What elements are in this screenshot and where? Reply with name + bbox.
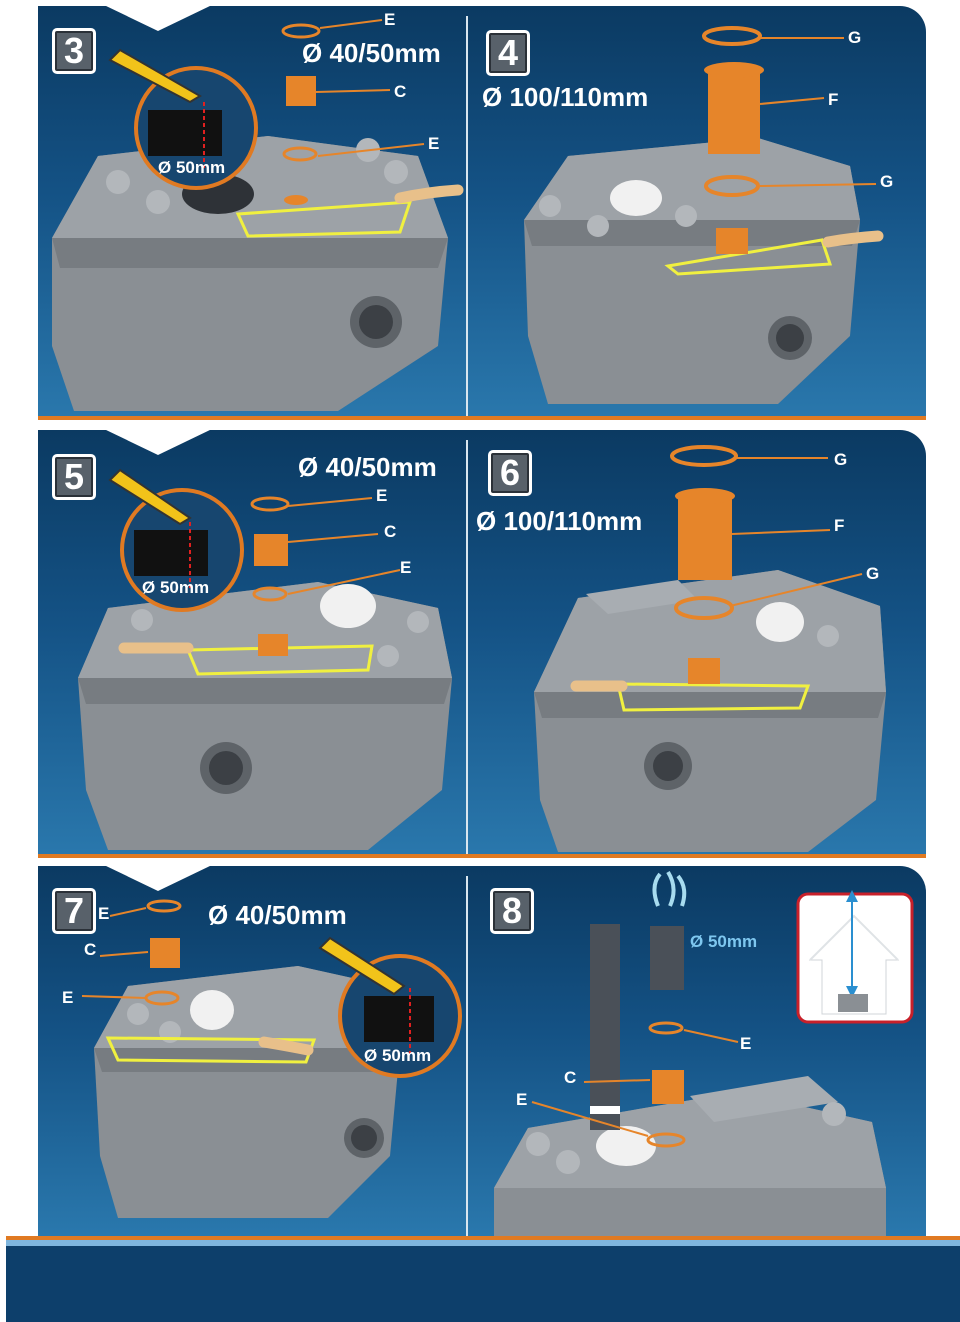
step-number-5: 5 (52, 454, 96, 500)
callout-e-top-step-3: E (384, 10, 396, 29)
diameter-label-step-4: Ø 100/110mm (482, 82, 649, 112)
cutter-inset-step-5 (108, 468, 244, 612)
cutter-inset-step-3 (108, 48, 258, 190)
pump-unit-step-8 (494, 870, 886, 1236)
panel-divider (466, 440, 468, 854)
callout-e-bottom-step-7: E (62, 988, 74, 1007)
footer-light-stripe (6, 1240, 960, 1246)
pump-unit-step-3 (52, 23, 464, 411)
callout-lines-step-4 (759, 37, 877, 187)
callout-c-step-7: C (84, 940, 97, 959)
callout-g-bottom-step-6: G (866, 564, 880, 583)
callout-e-bottom-step-8: E (516, 1090, 528, 1109)
diameter-label-step-6: Ø 100/110mm (476, 506, 643, 536)
pump-unit-step-7 (94, 899, 400, 1218)
callout-lines-step-3 (315, 19, 425, 157)
callout-c-step-3: C (394, 82, 407, 101)
callout-c-step-5: C (384, 522, 397, 541)
callout-e-top-step-7: E (98, 904, 110, 923)
panel-divider (466, 876, 468, 1236)
panel-divider (466, 16, 468, 416)
callout-lines-step-5 (287, 497, 401, 595)
callout-g-top-step-6: G (834, 450, 848, 469)
diameter-label-step-5: Ø 40/50mm (298, 452, 437, 482)
diameter-label-step-3: Ø 40/50mm (302, 38, 441, 68)
band-steps-7-8: 7 Ø 40/50mm E C E Ø 50mm 8 Ø 50mm E C E (38, 866, 926, 1236)
cutter-inset-step-7 (318, 936, 462, 1078)
tab-notch (104, 430, 212, 455)
callout-lines-step-7 (81, 907, 149, 999)
pump-unit-step-4 (524, 26, 884, 404)
inset-diameter-step-7: Ø 50mm (364, 1046, 432, 1065)
orange-rule (38, 854, 926, 858)
vent-diameter-step-8: Ø 50mm (690, 932, 758, 951)
step-number-6: 6 (488, 450, 532, 496)
callout-f-step-4: F (828, 90, 839, 109)
callout-lines-step-6 (729, 457, 863, 607)
callout-e-top-step-5: E (376, 486, 388, 505)
inset-diameter-step-5: Ø 50mm (142, 578, 210, 597)
pump-unit-step-6 (534, 445, 886, 852)
footer-orange-stripe (6, 1236, 960, 1240)
pump-illustration-steps-3-4 (52, 19, 884, 411)
band-steps-5-6: 5 Ø 40/50mm E C E Ø 50mm 6 Ø 100/110mm G… (38, 430, 926, 858)
step-number-8: 8 (490, 888, 534, 934)
step-number-7: 7 (52, 888, 96, 934)
footer-bar (6, 1246, 960, 1322)
tab-notch (104, 6, 212, 31)
inset-diameter-step-3: Ø 50mm (158, 158, 226, 177)
callout-e-bottom-step-5: E (400, 558, 412, 577)
callout-f-step-6: F (834, 516, 845, 535)
callout-c-step-8: C (564, 1068, 577, 1087)
tab-notch (104, 866, 212, 891)
pump-illustration-steps-5-6 (78, 445, 886, 852)
callout-lines-step-8 (531, 1029, 739, 1137)
orange-rule (38, 416, 926, 420)
step-number-3: 3 (52, 28, 96, 74)
band-steps-3-4: 3 Ø 40/50mm E C E Ø 50mm 4 Ø 100/110mm G… (38, 6, 926, 420)
callout-g-bottom-step-4: G (880, 172, 894, 191)
callout-g-top-step-4: G (848, 28, 862, 47)
callout-e-bottom-step-3: E (428, 134, 440, 153)
callout-e-top-step-8: E (740, 1034, 752, 1053)
pump-illustration-steps-7-8 (81, 870, 914, 1236)
step-number-4: 4 (486, 30, 530, 76)
diameter-label-step-7: Ø 40/50mm (208, 900, 347, 930)
vent-house-diagram (796, 890, 914, 1024)
